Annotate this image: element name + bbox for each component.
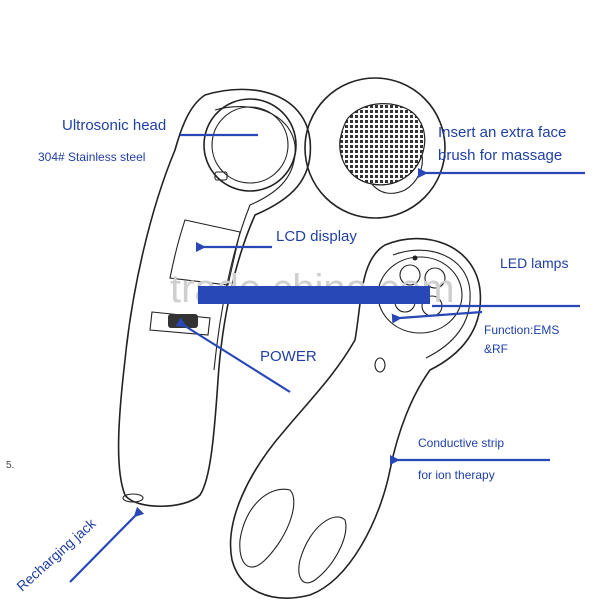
right-device: [229, 237, 482, 599]
power-button: [168, 314, 198, 328]
label-led: LED lamps: [500, 255, 568, 271]
arrow-recharging: [69, 506, 145, 583]
labels: Ultrosonic head 304# Stainless steel Ins…: [6, 117, 568, 594]
label-ultrasonic-head: Ultrosonic head: [62, 117, 166, 134]
sensor-dot: [412, 255, 418, 261]
label-extra-brush-2: brush for massage: [438, 147, 562, 164]
label-recharging: Recharging jack: [13, 514, 99, 594]
brush-bristles: [339, 103, 426, 186]
recharging-jack-port: [122, 493, 144, 503]
ultrasonic-head-plate: [211, 106, 289, 184]
right-device-body: [229, 237, 482, 599]
right-device-button: [374, 357, 386, 373]
label-lcd: LCD display: [276, 228, 357, 245]
label-function-2: &RF: [484, 342, 508, 356]
label-function-1: Function:EMS: [484, 323, 559, 337]
label-stainless-steel: 304# Stainless steel: [38, 150, 145, 164]
conductive-strip-left: [239, 488, 295, 568]
label-extra-brush-1: Insert an extra face: [438, 124, 566, 141]
arrow-function: [391, 310, 483, 324]
arrow-led-bar: [198, 286, 430, 304]
brush-zoom-circle: [304, 77, 446, 219]
brush-attachment: [304, 77, 446, 219]
left-device: [117, 88, 312, 508]
arrow-power: [175, 317, 291, 393]
indicator-light: [214, 171, 228, 181]
label-conductive-2: for ion therapy: [418, 468, 495, 482]
callout-arrows: [69, 133, 585, 583]
left-device-body: [117, 88, 312, 508]
label-power: POWER: [260, 348, 317, 365]
label-conductive-1: Conductive strip: [418, 436, 504, 450]
conductive-strip-right: [298, 516, 347, 584]
ultrasonic-head-ring: [203, 98, 297, 192]
led-lamp-1: [399, 264, 421, 286]
side-number: 5.: [6, 460, 14, 471]
led-lamp-2: [424, 267, 446, 289]
right-device-inner-edge: [392, 249, 471, 359]
lcd-window: [169, 219, 241, 286]
